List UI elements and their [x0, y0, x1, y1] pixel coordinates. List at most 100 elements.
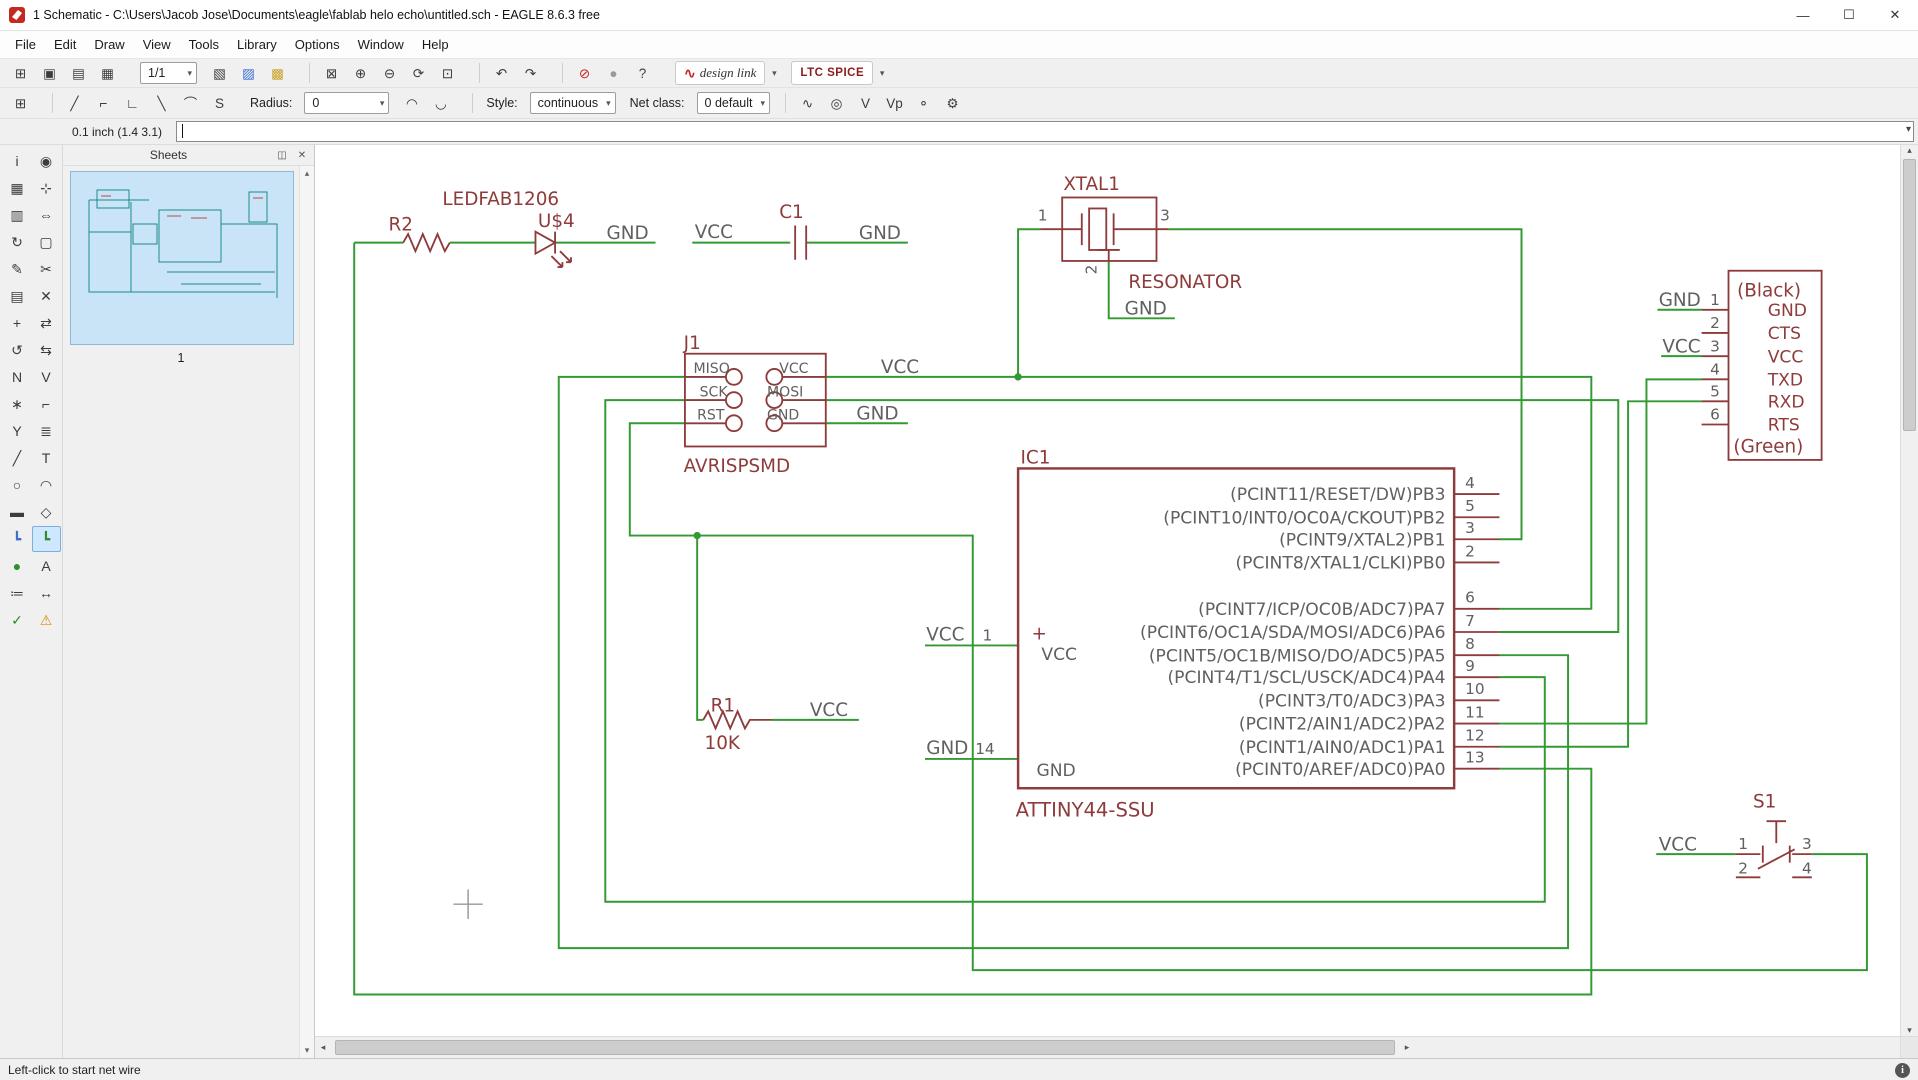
tool-arc-button[interactable]: ◠: [31, 472, 61, 498]
scroll-up-icon[interactable]: ▴: [304, 168, 310, 178]
tool-miter-button[interactable]: ⌐: [31, 391, 61, 417]
tool-show-button[interactable]: ◉: [31, 148, 61, 174]
tool-name-button[interactable]: N: [2, 364, 32, 390]
toolbar-library-button[interactable]: ▧: [213, 65, 226, 81]
params-v-marker-button[interactable]: V: [861, 95, 871, 111]
tool-junction-button[interactable]: ●: [2, 553, 32, 579]
tool-value-button[interactable]: V: [31, 364, 61, 390]
toolbar-zoom-redraw-button[interactable]: ⟳: [412, 65, 425, 81]
scroll-left-icon[interactable]: ◂: [320, 1042, 326, 1052]
toolbar-zoom-out-button[interactable]: ⊖: [383, 65, 396, 81]
params-probe-button[interactable]: ⚬: [917, 95, 930, 111]
tool-net-button[interactable]: ┗: [31, 526, 61, 552]
led-u4[interactable]: LEDFAB1206 U$4 GND: [442, 189, 649, 268]
params-bend-corner-alt-button[interactable]: ∟: [125, 95, 140, 111]
tool-add-part-button[interactable]: +: [2, 310, 32, 336]
close-button[interactable]: ✕: [1889, 7, 1901, 22]
params-bend-s-button[interactable]: S: [214, 95, 224, 111]
tool-display-layers-button[interactable]: ▦: [2, 175, 32, 201]
tool-replace-button[interactable]: ↺: [2, 337, 32, 363]
tool-copy-button[interactable]: ▥: [2, 202, 32, 228]
style-combo[interactable]: continuous ▾: [529, 92, 616, 114]
resistor-r2[interactable]: R2: [388, 214, 451, 254]
params-arc-ccw-button[interactable]: ◠: [406, 95, 418, 111]
toolbar-help-button[interactable]: ?: [638, 65, 647, 81]
toolbar-zoom-select-button[interactable]: ⊡: [441, 65, 454, 81]
design-link-button[interactable]: ∿ design link: [675, 61, 766, 85]
tool-split-button[interactable]: Y: [2, 418, 32, 444]
menu-edit[interactable]: Edit: [53, 37, 77, 52]
tool-cut-button[interactable]: ✂: [31, 256, 61, 282]
menu-options[interactable]: Options: [294, 37, 340, 52]
tool-rotate-button[interactable]: ↻: [2, 229, 32, 255]
tool-smash-button[interactable]: ∗: [2, 391, 32, 417]
params-bend-diagonal-alt-button[interactable]: ╲: [157, 95, 166, 111]
tool-paste-button[interactable]: ▤: [2, 283, 32, 309]
tool-pinswap-button[interactable]: ⇄: [31, 310, 61, 336]
tool-invoke-button[interactable]: ≣: [31, 418, 61, 444]
toolbar-display-options-button[interactable]: ▩: [271, 65, 284, 81]
toolbar-new-open-button[interactable]: ⊞: [14, 65, 27, 81]
toolbar-layer-settings-button[interactable]: ▨: [242, 65, 255, 81]
maximize-button[interactable]: ☐: [1843, 7, 1855, 22]
netclass-combo[interactable]: 0 default ▾: [696, 92, 771, 114]
params-miter-button[interactable]: ∿: [801, 95, 814, 111]
toolbar-run-button[interactable]: ●: [609, 65, 618, 81]
menu-file[interactable]: File: [15, 37, 36, 52]
params-bend-diagonal-button[interactable]: ╱: [70, 95, 79, 111]
panel-float-icon[interactable]: ◫: [277, 149, 287, 161]
ltspice-button[interactable]: LTC SPICE: [791, 61, 874, 85]
params-vp-marker-button[interactable]: Vp: [886, 95, 903, 111]
toolbar-stop-button[interactable]: ⊘: [578, 65, 591, 81]
toolbar-zoom-fit-button[interactable]: ⊠: [325, 65, 338, 81]
panel-close-icon[interactable]: ✕: [297, 149, 307, 161]
schematic-canvas[interactable]: R2 LEDFAB1206 U$4 GND VCC: [315, 145, 1900, 1036]
tool-bus-button[interactable]: ┗: [2, 526, 32, 552]
resonator-xtal1[interactable]: XTAL1 1 3 2 RESONATOR GND: [1038, 174, 1243, 319]
scroll-up-icon[interactable]: ▴: [1907, 145, 1912, 155]
tool-dimension-button[interactable]: ↔: [31, 580, 61, 606]
resistor-r1[interactable]: R1 10K VCC: [702, 695, 848, 754]
tool-errors-button[interactable]: ⚠: [31, 607, 61, 633]
tool-mirror-button[interactable]: ⇔: [31, 202, 61, 228]
sheet-thumbnail[interactable]: [70, 171, 294, 345]
toolbar-redo-button[interactable]: ↷: [524, 65, 537, 81]
command-history-dropdown[interactable]: ▾: [1905, 124, 1911, 135]
tool-group-button[interactable]: ▢: [31, 229, 61, 255]
toolbar-undo-button[interactable]: ↶: [495, 65, 508, 81]
vertical-scroll-thumb[interactable]: [1903, 159, 1916, 431]
sheet-number-label[interactable]: 1: [177, 351, 185, 365]
menu-draw[interactable]: Draw: [94, 37, 125, 52]
minimize-button[interactable]: —: [1796, 7, 1810, 23]
tool-text-button[interactable]: T: [31, 445, 61, 471]
tool-gateswap-button[interactable]: ⇆: [31, 337, 61, 363]
vertical-scrollbar[interactable]: ▴ ▾: [1900, 145, 1918, 1036]
ic1-attiny44[interactable]: IC1 ATTINY44-SSU + VCC GND VCC 1 GND 14 …: [926, 448, 1500, 822]
horizontal-scroll-thumb[interactable]: [335, 1040, 1395, 1055]
radius-combo[interactable]: 0 ▾: [304, 92, 390, 114]
ltspice-dropdown[interactable]: ▾: [879, 67, 885, 78]
menu-window[interactable]: Window: [357, 37, 404, 52]
command-input[interactable]: [181, 122, 1852, 143]
params-arc-cw-button[interactable]: ◡: [435, 95, 447, 111]
params-bend-arc-button[interactable]: ⌒: [183, 95, 198, 111]
toolbar-board-editor-button[interactable]: ▦: [101, 65, 114, 81]
design-link-dropdown[interactable]: ▾: [772, 67, 777, 78]
toolbar-zoom-in-button[interactable]: ⊕: [354, 65, 367, 81]
tool-polygon-button[interactable]: ◇: [31, 499, 61, 525]
switch-s1[interactable]: S1 VCC 1 3 2 4: [1659, 792, 1812, 879]
sheets-scrollbar[interactable]: ▴ ▾: [299, 166, 314, 1058]
net-wires[interactable]: [353, 228, 1868, 996]
scroll-right-icon[interactable]: ▸: [1404, 1042, 1410, 1052]
scroll-down-icon[interactable]: ▾: [304, 1045, 310, 1055]
toolbar-print-button[interactable]: ▤: [72, 65, 85, 81]
menu-tools[interactable]: Tools: [188, 37, 220, 52]
params-bend-corner-button[interactable]: ⌐: [99, 95, 108, 111]
tool-move-button[interactable]: ⊹: [31, 175, 61, 201]
tool-delete-button[interactable]: ✕: [31, 283, 61, 309]
connector-j1[interactable]: J1 AVRISPSMD MISO VCC SCK MOSI RST GND V…: [683, 333, 919, 477]
menu-view[interactable]: View: [142, 37, 171, 52]
tool-wire-button[interactable]: ╱: [2, 445, 32, 471]
horizontal-scrollbar[interactable]: ◂ ▸: [315, 1036, 1918, 1058]
scroll-down-icon[interactable]: ▾: [1907, 1025, 1912, 1035]
